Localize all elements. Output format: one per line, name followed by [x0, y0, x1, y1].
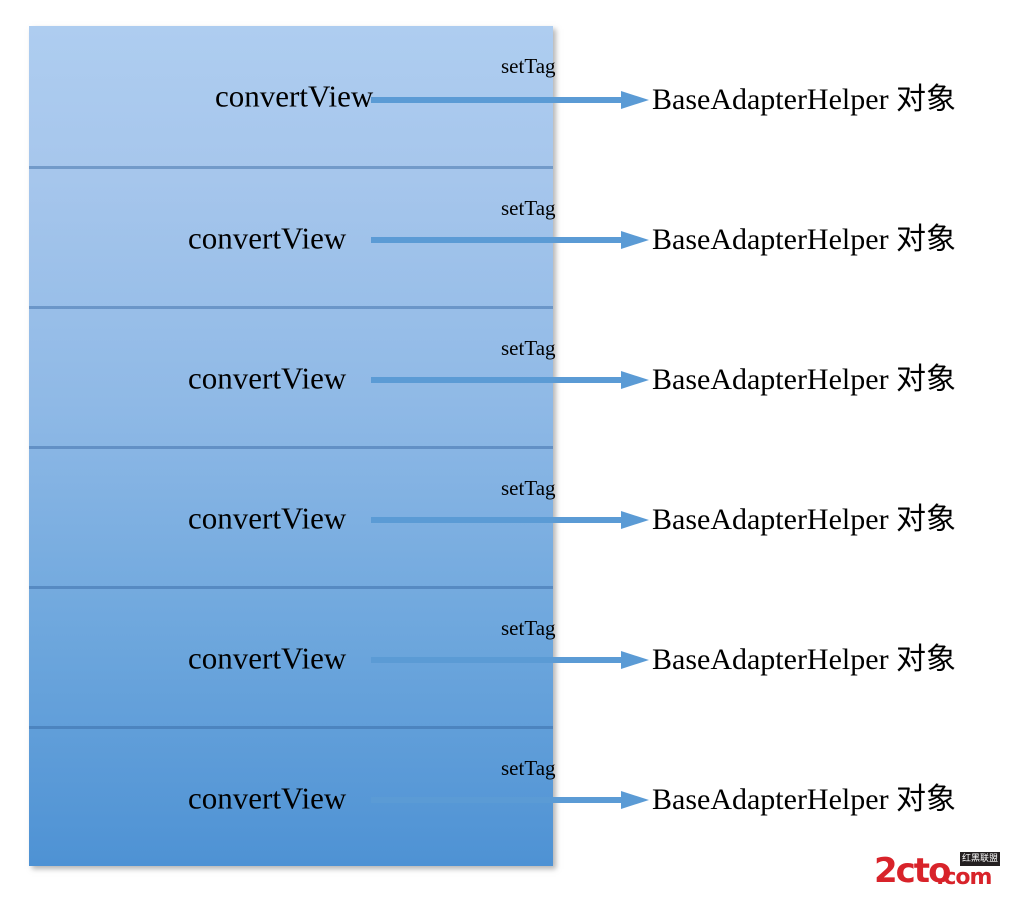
convertview-label: convertView [188, 500, 347, 535]
watermark-badge: 红黑联盟 [960, 852, 1001, 866]
convertview-label: convertView [188, 640, 347, 675]
settag-label: setTag [501, 615, 556, 640]
settag-label: setTag [501, 475, 556, 500]
watermark: 2cto .com 红黑联盟 [874, 852, 1002, 892]
convertview-row: convertView setTag [29, 26, 556, 166]
convertview-row: convertView setTag [29, 726, 556, 866]
watermark-brand: 2cto [874, 851, 951, 891]
settag-label: setTag [501, 195, 556, 220]
settag-label: setTag [501, 755, 556, 780]
watermark-domain: .com [936, 865, 992, 890]
convertview-stack-container: convertView setTag convertView setTag co… [29, 26, 556, 866]
convertview-row: convertView setTag [29, 166, 556, 306]
convertview-label: convertView [188, 220, 347, 255]
convertview-label: convertView [188, 360, 347, 395]
baseadapterhelper-label: BaseAdapterHelper 对象 [652, 363, 957, 396]
convertview-label: convertView [188, 780, 347, 815]
settag-label: setTag [501, 335, 556, 360]
baseadapterhelper-label: BaseAdapterHelper 对象 [652, 83, 957, 116]
settag-label: setTag [501, 54, 556, 78]
convertview-label: convertView [215, 78, 374, 114]
baseadapterhelper-label: BaseAdapterHelper 对象 [652, 223, 957, 256]
convertview-row: convertView setTag [29, 306, 556, 446]
baseadapterhelper-label: BaseAdapterHelper 对象 [652, 783, 957, 816]
baseadapterhelper-label: BaseAdapterHelper 对象 [652, 643, 957, 676]
baseadapterhelper-label: BaseAdapterHelper 对象 [652, 503, 957, 536]
convertview-row: convertView setTag [29, 586, 556, 726]
convertview-row: convertView setTag [29, 446, 556, 586]
